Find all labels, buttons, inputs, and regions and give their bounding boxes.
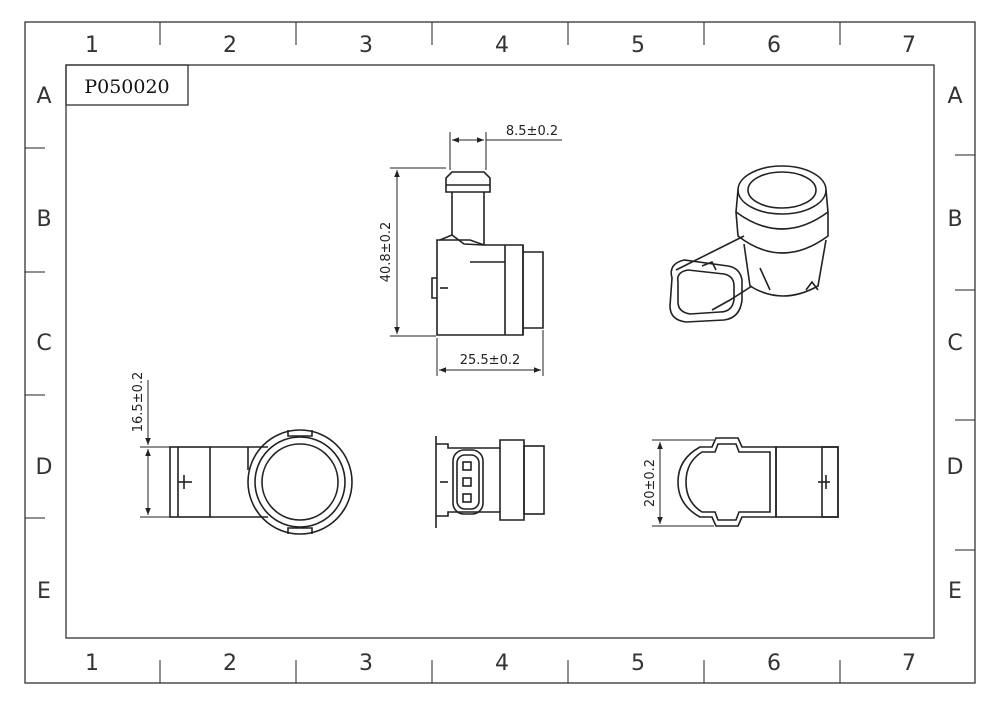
dim-head-height: 16.5±0.2: [131, 372, 170, 518]
dim-label: 40.8±0.2: [379, 222, 394, 283]
row-dividers: [25, 147, 975, 551]
col-label: 3: [359, 651, 373, 676]
part-number: P050020: [84, 76, 169, 98]
row-label: D: [36, 455, 53, 480]
col-label: 1: [85, 651, 99, 676]
col-label: 4: [495, 33, 509, 58]
col-label: 5: [631, 33, 645, 58]
row-labels-left: A B C D E: [36, 84, 53, 604]
row-label: A: [947, 84, 962, 109]
column-dividers: [159, 22, 841, 683]
row-label: C: [36, 331, 51, 356]
col-label: 5: [631, 651, 645, 676]
part-number-box: P050020: [65, 64, 189, 106]
col-label: 7: [902, 33, 916, 58]
column-labels-bottom: 1 2 3 4 5 6 7: [85, 651, 916, 676]
col-label: 1: [85, 33, 99, 58]
dim-label: 16.5±0.2: [131, 372, 146, 433]
col-label: 6: [767, 33, 781, 58]
dim-body-width: 20±0.2: [643, 439, 714, 527]
dim-connector-width: 8.5±0.2: [449, 124, 562, 170]
dim-label: 25.5±0.2: [460, 353, 521, 368]
row-label: A: [36, 84, 51, 109]
row-label: E: [37, 579, 51, 604]
dim-overall-height: 40.8±0.2: [379, 167, 446, 337]
outer-frame: [24, 21, 976, 684]
col-label: 2: [223, 651, 237, 676]
col-label: 3: [359, 33, 373, 58]
row-label: C: [947, 331, 962, 356]
side-view: [431, 171, 544, 336]
front-view: [169, 429, 353, 535]
row-labels-right: A B C D E: [947, 84, 964, 604]
top-view: [677, 437, 839, 527]
row-label: E: [948, 579, 962, 604]
dim-label: 8.5±0.2: [506, 124, 558, 139]
connector-end-view: [435, 436, 545, 528]
dim-label: 20±0.2: [643, 459, 658, 507]
col-label: 7: [902, 651, 916, 676]
dim-body-depth: 25.5±0.2: [436, 330, 544, 376]
col-label: 4: [495, 651, 509, 676]
isometric-view: [669, 165, 829, 323]
row-label: B: [36, 207, 51, 232]
row-label: B: [947, 207, 962, 232]
col-label: 6: [767, 651, 781, 676]
row-label: D: [947, 455, 964, 480]
column-labels-top: 1 2 3 4 5 6 7: [85, 33, 916, 58]
inner-frame: [65, 64, 935, 639]
col-label: 2: [223, 33, 237, 58]
